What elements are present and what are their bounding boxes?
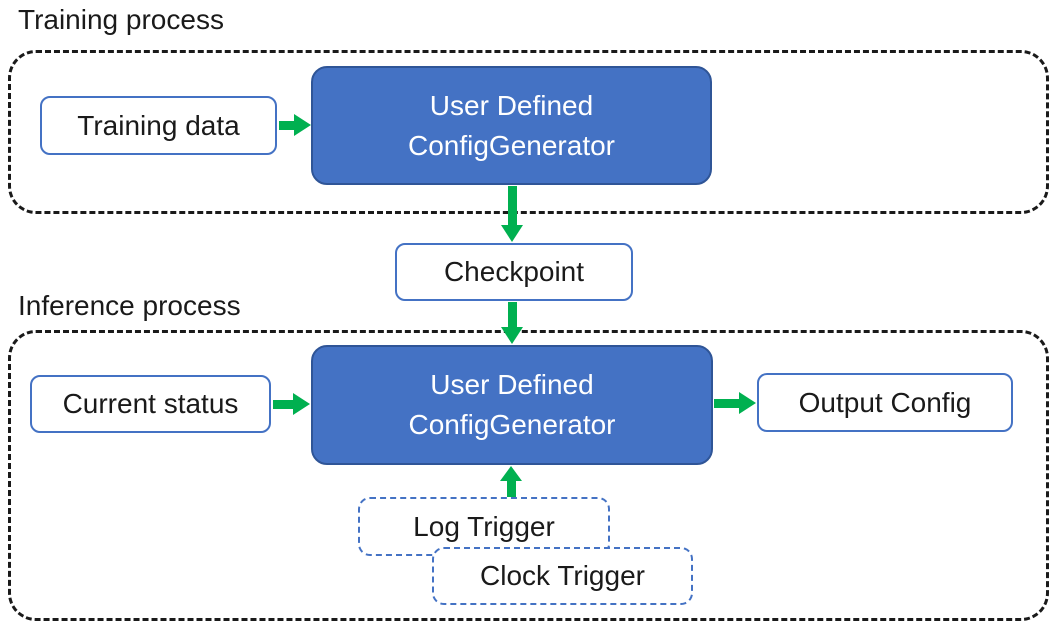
training-process-title: Training process	[18, 4, 224, 35]
inference-process-container	[8, 330, 1049, 621]
inference-generator-line2: ConfigGenerator	[408, 409, 616, 440]
arrow-shaft	[507, 302, 517, 327]
training-data-label: Training data	[77, 109, 240, 141]
log-trigger-label: Log Trigger	[413, 510, 555, 542]
clock-trigger-label: Clock Trigger	[480, 560, 645, 591]
arrow-down-generator-to-checkpoint-icon	[501, 186, 523, 242]
arrow-shaft	[506, 481, 516, 497]
output-config-label: Output Config	[798, 386, 972, 418]
current-status-label: Current status	[62, 388, 239, 419]
arrow-head	[501, 327, 523, 344]
checkpoint-label: Checkpoint	[443, 256, 585, 287]
inference-generator-line1: User Defined	[430, 369, 594, 400]
arrow-up-trigger-to-generator-icon	[500, 466, 522, 497]
current-status-box: Current status	[30, 375, 271, 433]
arrow-right-current-status-to-generator-icon	[273, 393, 310, 415]
arrow-shaft	[507, 186, 517, 225]
arrow-head	[739, 392, 756, 414]
arrow-right-generator-to-output-icon	[714, 392, 756, 414]
inference-process-title: Inference process	[18, 290, 241, 321]
arrow-shaft	[714, 398, 739, 408]
clock-trigger-box: Clock Trigger	[432, 547, 693, 605]
arrow-down-checkpoint-to-generator-icon	[501, 302, 523, 344]
training-generator-line2: ConfigGenerator	[407, 129, 615, 161]
arrow-head	[293, 393, 310, 415]
arrow-shaft	[273, 399, 293, 409]
arrow-right-training-data-to-generator-icon	[279, 114, 311, 136]
output-config-box: Output Config	[757, 373, 1013, 432]
training-data-box: Training data	[40, 96, 277, 155]
arrow-head	[501, 225, 523, 242]
inference-config-generator-box: User Defined ConfigGenerator	[311, 345, 713, 465]
training-process-container	[8, 50, 1049, 214]
checkpoint-box: Checkpoint	[395, 243, 633, 301]
training-config-generator-box: User Defined ConfigGenerator	[311, 66, 712, 185]
arrow-shaft	[279, 120, 294, 130]
log-trigger-box: Log Trigger	[358, 497, 610, 556]
arrow-head	[500, 466, 522, 481]
training-generator-line1: User Defined	[429, 89, 594, 121]
arrow-head	[294, 114, 311, 136]
